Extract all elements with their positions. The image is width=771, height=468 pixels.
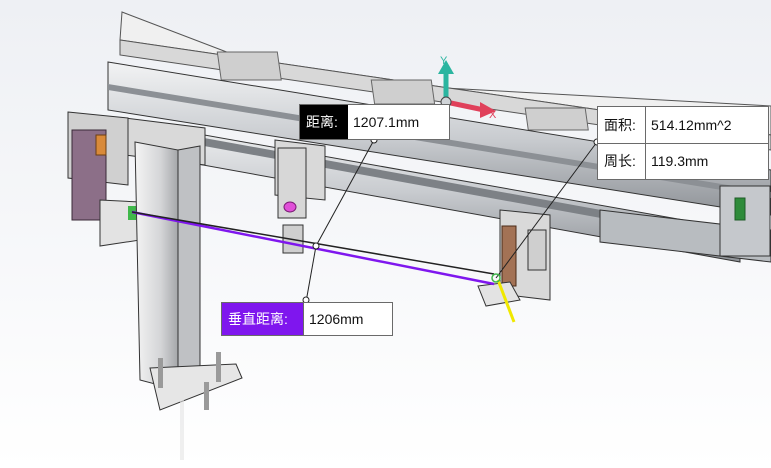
- distance-callout[interactable]: 距离: 1207.1mm: [299, 104, 450, 140]
- leader-area: [495, 141, 598, 279]
- gripper-left: [67, 111, 141, 247]
- area-row: 面积: 514.12mm^2: [598, 107, 768, 143]
- vertical-distance-value: 1206mm: [303, 303, 392, 335]
- leader-vertical: [305, 245, 317, 303]
- selected-edge: [496, 279, 516, 323]
- measurement-graphics: [131, 136, 601, 323]
- perimeter-row: 周长: 119.3mm: [598, 142, 768, 179]
- distance-line: [131, 211, 495, 275]
- distance-label: 距离:: [300, 105, 348, 139]
- support-post: [134, 141, 243, 460]
- vertical-distance-label: 垂直距离:: [222, 303, 303, 335]
- triad-x-label: X: [489, 109, 497, 121]
- leader-distance: [315, 139, 375, 247]
- perimeter-label: 周长:: [598, 143, 646, 179]
- vertical-distance-callout[interactable]: 垂直距离: 1206mm: [221, 302, 393, 336]
- gripper-right: [477, 209, 551, 307]
- vertical-distance-line: [131, 210, 495, 286]
- area-perimeter-callout[interactable]: 面积: 514.12mm^2 周长: 119.3mm: [597, 106, 769, 180]
- perimeter-value: 119.3mm: [651, 153, 709, 170]
- distance-value: 1207.1mm: [353, 114, 420, 130]
- area-label: 面积:: [598, 107, 646, 143]
- triad-y-label: Y: [440, 55, 448, 67]
- area-value: 514.12mm^2: [651, 116, 732, 133]
